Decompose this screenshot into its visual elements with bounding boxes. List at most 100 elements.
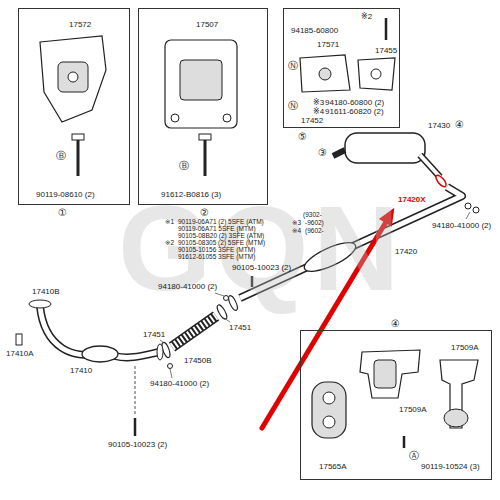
nut	[168, 364, 173, 369]
part-number: 17572	[69, 21, 91, 29]
bolt	[385, 18, 388, 40]
part-number: ※2	[361, 13, 372, 21]
note-cell: ※4	[292, 228, 301, 235]
part-number: ※4	[313, 108, 324, 116]
part-number: 17451	[143, 331, 165, 339]
part-number: 94185-60800	[291, 27, 338, 35]
flange	[157, 344, 163, 360]
bracket-17571	[300, 55, 350, 92]
part-number: 90119-08610 (2)	[36, 191, 95, 199]
part-number: 94180-41000 (2)	[150, 380, 209, 388]
hanger-bracket	[40, 36, 106, 122]
note-cell: ※3	[292, 220, 301, 227]
note-cell: 90105-10156 3SFE (MTM)	[178, 247, 255, 254]
view-panel: 94185-60800 ※2 17571 17455Ⓝ Ⓝ ※394180-60800 (…	[283, 8, 400, 128]
part-number: 17450B	[184, 357, 212, 365]
hanger-bracket	[360, 350, 420, 398]
muffler	[345, 133, 425, 163]
view-panel: 17572Ⓑ 90119-08610 (2)	[18, 8, 130, 205]
bolt	[403, 436, 406, 448]
bolt-head	[72, 134, 84, 140]
view-number: Ⓝ	[288, 101, 298, 111]
part-number: 17452	[301, 117, 323, 125]
view-panel: 17507Ⓑ91612-B0816 (3)	[138, 8, 268, 205]
note-cell: ※1	[165, 219, 174, 226]
leader-line	[466, 212, 470, 219]
flex-pipe	[172, 316, 216, 347]
note-cell: 90105-08B20 (2) 3SFE (ATM)	[178, 233, 264, 240]
view-number: Ⓝ	[288, 61, 298, 71]
view-number: ②	[200, 208, 209, 218]
rubber-ring	[319, 68, 331, 80]
part-number: 17420	[395, 248, 417, 256]
note-cell: (9302-	[303, 212, 322, 219]
bolt	[204, 140, 207, 176]
catalytic-converter	[82, 346, 118, 362]
part-number: 94180-60800 (2)	[325, 99, 384, 107]
bolt-hole	[68, 72, 78, 82]
view-number: ④	[455, 120, 464, 130]
note-cell: -9602)	[305, 220, 324, 227]
leader-line	[160, 340, 164, 343]
rubber-block	[180, 60, 222, 100]
view-panel: ④17509A17509A17565AⒶ90119-10524 (3)	[300, 330, 492, 480]
part-number: 17410	[70, 367, 92, 375]
rubber-block	[374, 360, 396, 388]
part-number: 17430	[428, 122, 450, 130]
engine-mount	[165, 40, 237, 128]
bolt	[77, 140, 80, 176]
gasket	[434, 174, 448, 189]
nut	[465, 203, 471, 209]
note-cell: ※2	[165, 240, 174, 247]
part-number: 90105-10023 (2)	[108, 441, 167, 449]
view-number: ③	[318, 148, 327, 158]
rubber-block	[58, 62, 88, 92]
part-number: 94180-41000 (2)	[432, 222, 491, 230]
view-number: ⑤	[298, 132, 307, 142]
muffler-inlet	[420, 155, 440, 177]
part-number: 90105-10023 (2)	[232, 264, 291, 272]
part-number: 17420X	[398, 196, 426, 204]
note-cell: (9602-	[305, 228, 324, 235]
note-cell: 90105-08305 (2) 5SFE (MTM)	[178, 240, 265, 247]
part-number: 17571	[317, 41, 339, 49]
bracket-17455	[358, 58, 395, 90]
part-number: 17455	[375, 47, 397, 55]
part-number: 91611-60820 (2)	[325, 108, 384, 116]
part-number: 17507	[196, 21, 218, 29]
flex-braid	[172, 316, 216, 347]
nut	[473, 207, 479, 213]
part-number: ※3	[313, 99, 324, 107]
note-cell: 91612-61055 3SFE (MTM)	[178, 254, 255, 261]
bolt-hole	[223, 114, 231, 122]
hanger-bracket	[440, 360, 478, 428]
hanger-hole	[323, 416, 335, 428]
muffler-inlet	[420, 155, 440, 177]
rubber-hanger	[312, 382, 346, 438]
view-number: ①	[58, 208, 67, 218]
part-number: 17509A	[451, 344, 479, 352]
gasket	[29, 300, 51, 308]
hanger-hole	[323, 392, 335, 404]
part-number: 17565A	[319, 463, 347, 471]
part-number: 17509A	[399, 406, 427, 414]
rubber-ring	[444, 409, 468, 427]
part-number: 17451	[229, 324, 251, 332]
leader-line	[224, 318, 230, 322]
part-number: 94180-41000 (2)	[158, 283, 217, 291]
dashed-line	[135, 366, 136, 414]
view-number: Ⓑ	[56, 151, 66, 161]
view-number: ④	[391, 319, 400, 329]
bolt-hole	[371, 69, 381, 79]
part-number: 90119-10524 (3)	[421, 463, 480, 471]
note-cell: 90119-06A71 (2) 5SFE (ATM)	[178, 219, 264, 226]
view-number: Ⓐ	[409, 451, 419, 461]
bolt-head	[199, 134, 211, 140]
bolt-hole	[171, 114, 179, 122]
view-number: Ⓑ	[179, 161, 189, 171]
bolt	[134, 418, 137, 436]
stud	[16, 334, 22, 345]
part-number: 17410B	[32, 288, 60, 296]
part-number: 17410A	[6, 350, 34, 358]
note-cell: 90119-06A71 5SFE (MTM)	[178, 226, 256, 233]
